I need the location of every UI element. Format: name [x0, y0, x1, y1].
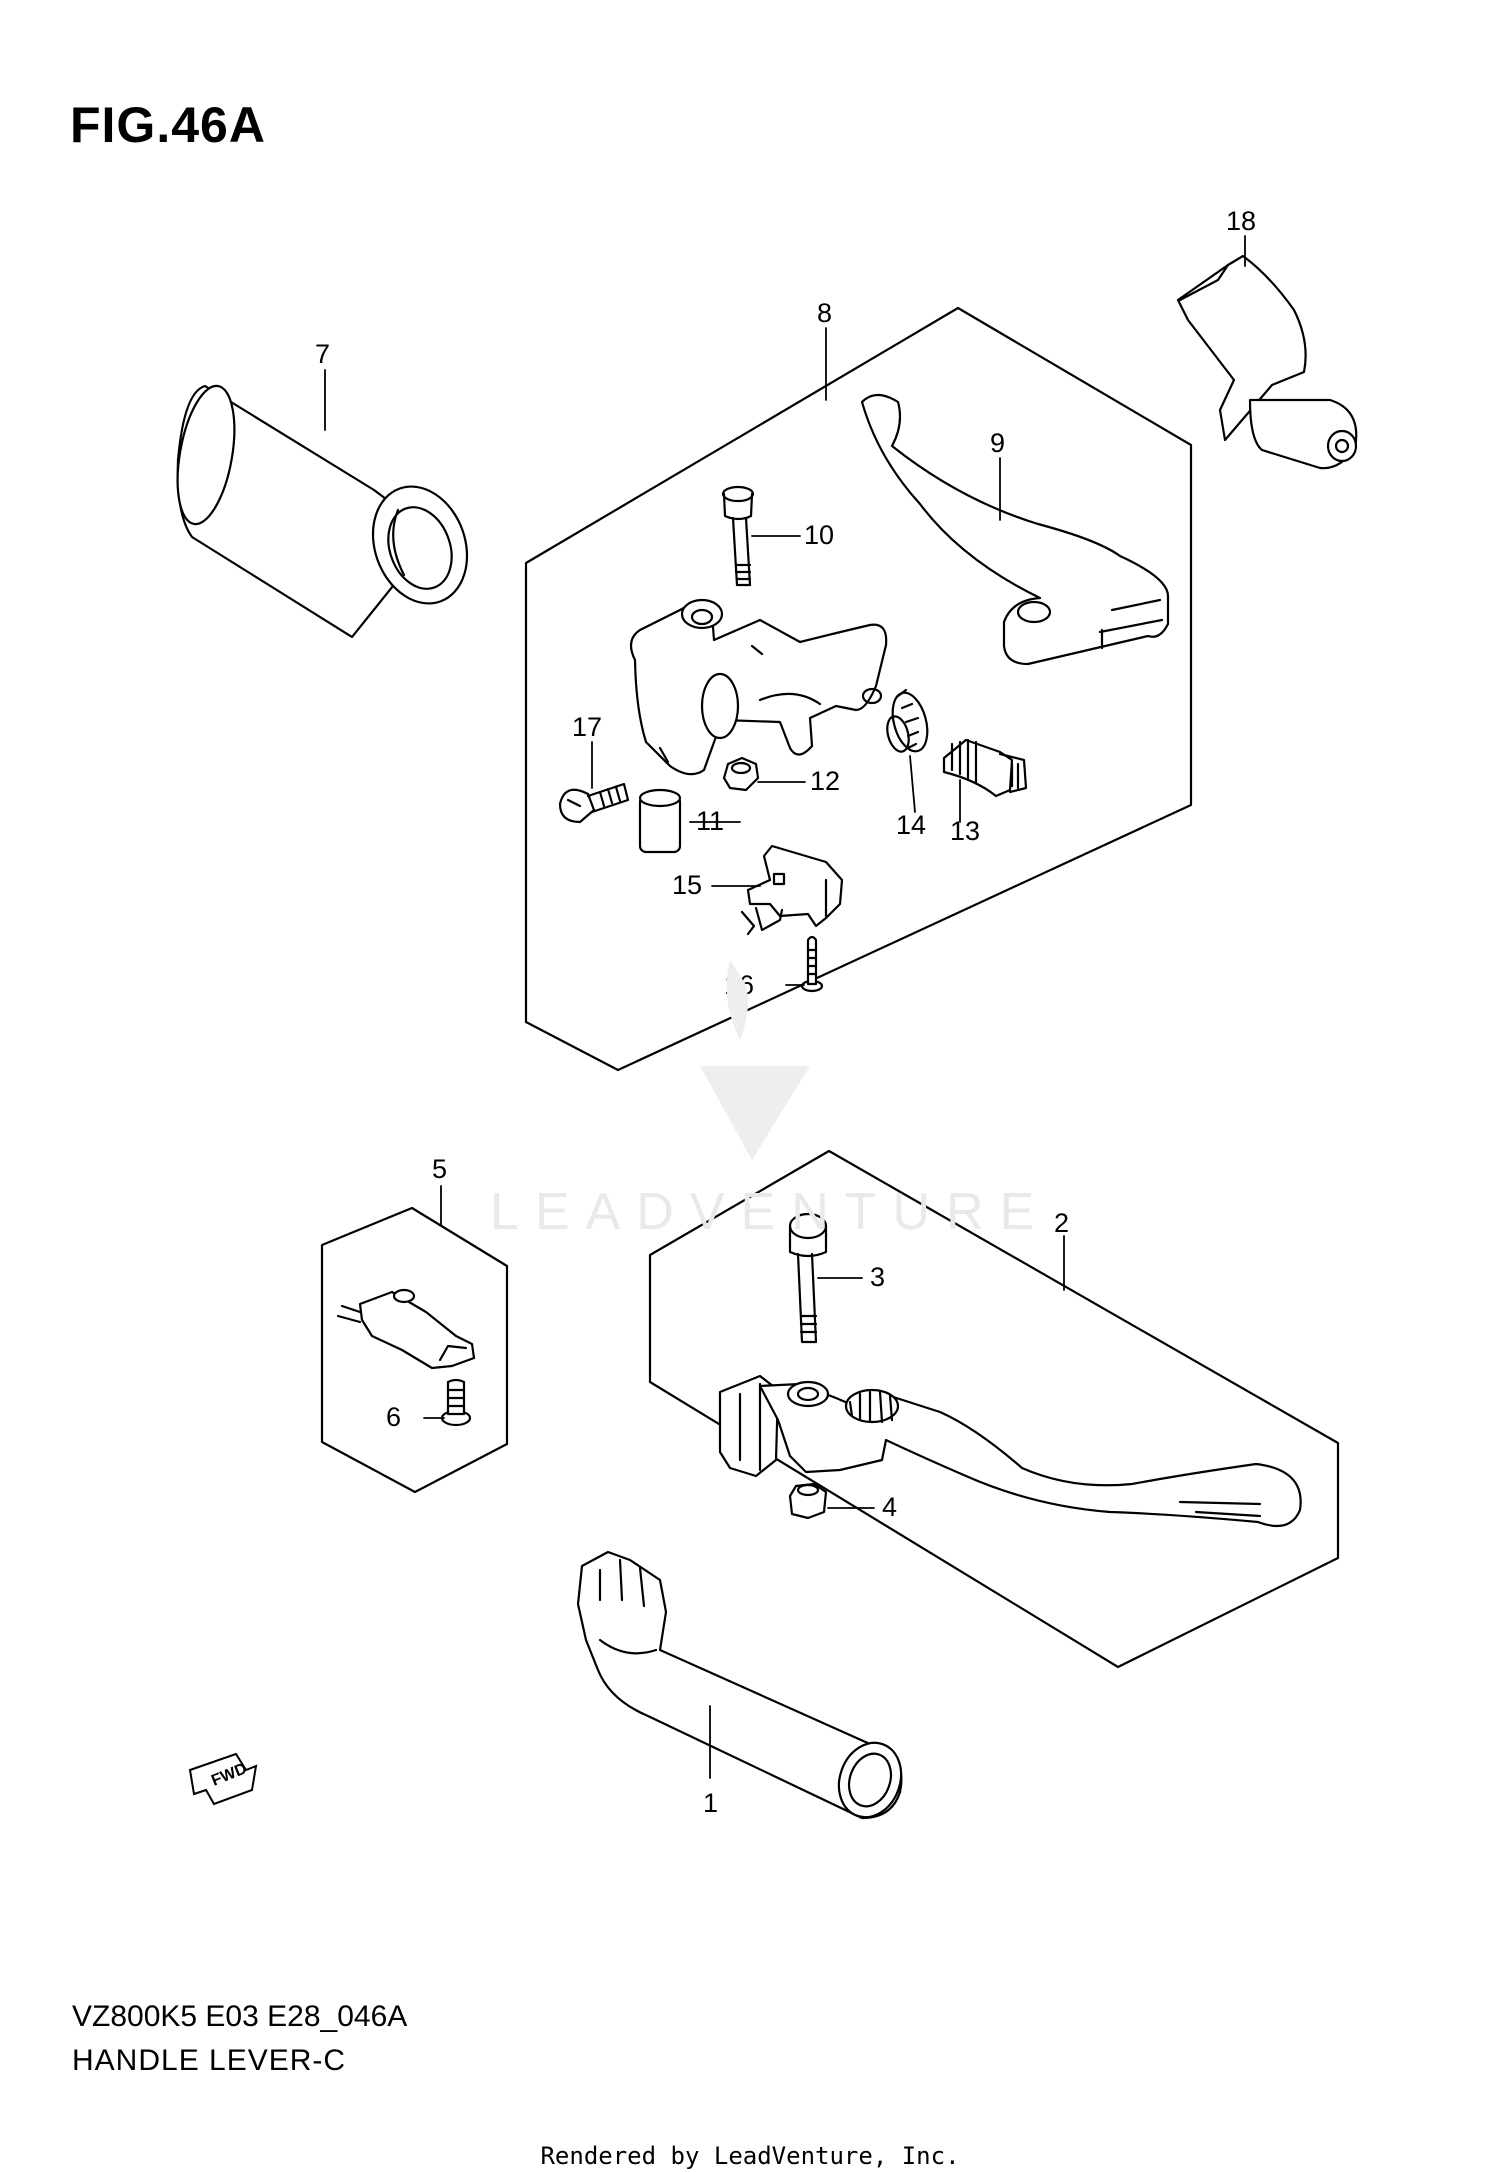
fig-title: FIG.46A [70, 97, 266, 153]
clutch-switch-15-part [740, 844, 844, 936]
callout-labels: 1 2 3 4 5 6 7 8 9 10 11 12 13 14 15 16 1… [315, 206, 1256, 1818]
callout-9: 9 [990, 428, 1005, 458]
screw-6-part [440, 1378, 472, 1427]
watermark-logo [700, 960, 810, 1160]
grip-7-part [176, 384, 469, 639]
screw-17-part [558, 782, 630, 824]
callout-13: 13 [950, 816, 980, 846]
callout-18: 18 [1226, 206, 1256, 236]
callout-8: 8 [817, 298, 832, 328]
nut-12-part [722, 756, 760, 792]
throttle-grip-1-part [576, 1550, 903, 1820]
callout-2: 2 [1054, 1208, 1069, 1238]
group-box-5 [320, 1206, 509, 1494]
callout-5: 5 [432, 1154, 447, 1184]
adjuster-bolt-13-part [942, 738, 1028, 798]
footer-credit: Rendered by LeadVenture, Inc. [540, 2142, 960, 2170]
callout-10: 10 [804, 520, 834, 550]
lever-bracket-part [629, 598, 888, 776]
nut-4-part [788, 1482, 828, 1520]
callout-6: 6 [386, 1402, 401, 1432]
collar-11-part [638, 788, 682, 854]
callout-11: 11 [696, 806, 724, 836]
callout-12: 12 [810, 766, 840, 796]
callout-17: 17 [572, 712, 602, 742]
pivot-bolt-10-part [721, 485, 755, 587]
model-code: VZ800K5 E03 E28_046A [72, 2000, 408, 2033]
callout-3: 3 [870, 1262, 885, 1292]
callout-4: 4 [882, 1492, 897, 1522]
adjuster-wheel-14-part [886, 688, 929, 753]
screw-16-part [800, 935, 824, 993]
callout-15: 15 [672, 870, 702, 900]
callout-14: 14 [896, 810, 926, 840]
lever-guard-18-part [1176, 254, 1358, 470]
leader-lines [324, 235, 1246, 1779]
callout-7: 7 [315, 339, 330, 369]
group-box-8 [524, 306, 1193, 1072]
switch-5-part [336, 1288, 476, 1370]
brake-lever-2-part [718, 1374, 1302, 1528]
figure-name: HANDLE LEVER-C [72, 2044, 347, 2077]
fwd-arrow-icon: FWD [188, 1752, 258, 1806]
pivot-bolt-3-part [788, 1212, 828, 1344]
callout-1: 1 [703, 1788, 718, 1818]
watermark-text: LEADVENTURE [490, 1183, 1051, 1241]
group-box-2 [648, 1149, 1340, 1669]
clutch-lever-9-part [860, 393, 1170, 666]
